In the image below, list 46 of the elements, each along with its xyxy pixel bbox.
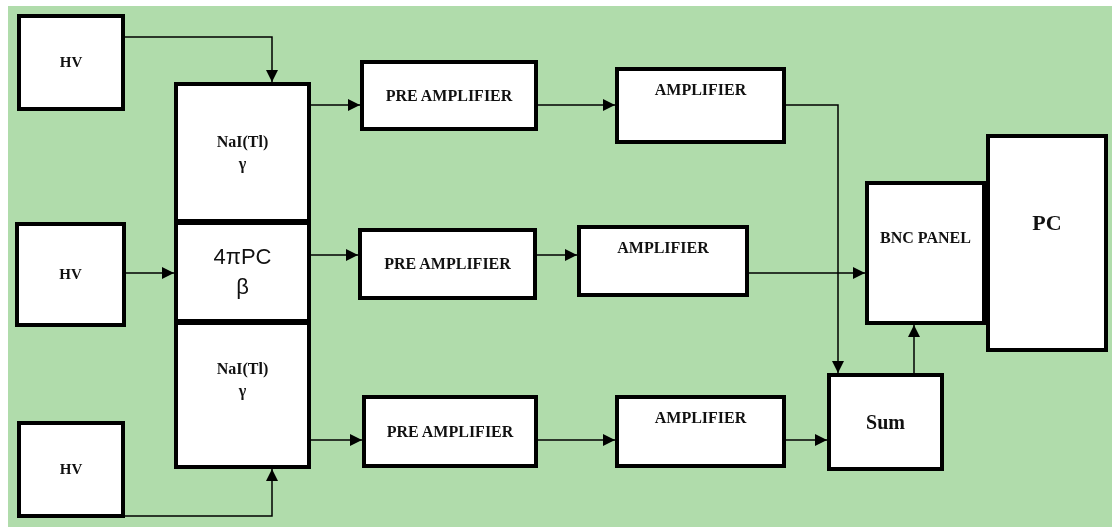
block-label: γ: [238, 381, 247, 402]
block-box: [827, 373, 944, 471]
block-label: PC: [1032, 209, 1062, 238]
block-label: HV: [59, 265, 82, 285]
arrow: [310, 99, 361, 111]
arrow: [908, 324, 920, 374]
block-box: [360, 60, 538, 131]
block-label: BNC PANEL: [880, 228, 971, 249]
block-label: AMPLIFIER: [654, 408, 747, 428]
arrow: [785, 104, 844, 374]
arrow: [124, 468, 278, 517]
block-box: [358, 228, 537, 300]
block-label: PRE AMPLIFIER: [386, 421, 514, 442]
block-box: [577, 225, 749, 297]
arrow: [785, 434, 828, 446]
block-label: AMPLIFIER: [617, 238, 709, 258]
block-label: β: [236, 273, 249, 301]
arrow: [310, 249, 359, 261]
block-box: [15, 222, 126, 327]
block-box: [174, 221, 311, 323]
block-label: 4πPC: [213, 243, 272, 272]
block-box: [865, 181, 986, 325]
block-box: [362, 395, 538, 468]
block-box: [615, 67, 786, 144]
block-label: HV: [59, 460, 83, 480]
block-label: PRE AMPLIFIER: [384, 254, 511, 275]
block-box: [17, 421, 125, 518]
block-label: NaI(Tl): [216, 131, 269, 153]
arrow: [748, 267, 866, 279]
arrow: [537, 99, 616, 111]
block-label: HV: [59, 53, 83, 73]
arrow: [124, 36, 278, 83]
block-label: PRE AMPLIFIER: [385, 85, 513, 106]
block-label: NaI(Tl): [216, 359, 269, 380]
block-box: [174, 321, 311, 469]
arrow: [125, 267, 175, 279]
block-label: AMPLIFIER: [654, 80, 747, 100]
block-box: [615, 395, 786, 468]
block-label: Sum: [866, 409, 905, 435]
block-box: [174, 82, 311, 223]
block-box: [986, 134, 1108, 352]
arrow: [310, 434, 363, 446]
arrow: [537, 434, 616, 446]
block-box: [17, 14, 125, 111]
block-label: γ: [238, 153, 247, 175]
arrow: [536, 249, 578, 261]
